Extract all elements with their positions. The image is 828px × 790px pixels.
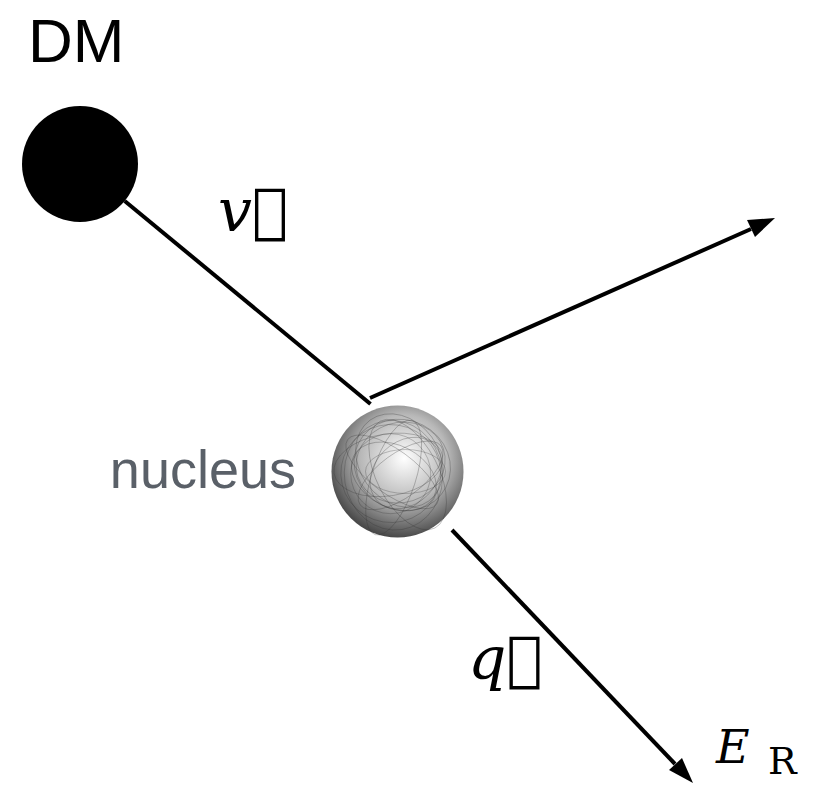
energy-label: E [716, 724, 750, 770]
particle-label: DM [28, 10, 124, 72]
arrow-head [669, 758, 693, 783]
velocity-label: v⃗ [218, 180, 288, 240]
nucleus-sphere: nucleus [330, 404, 465, 539]
recoil-line [452, 530, 675, 764]
nucleus-label: nucleus [110, 442, 296, 496]
dark-matter-particle: DM [22, 106, 138, 222]
outgoing-dm-line [370, 229, 751, 398]
arrow-head [747, 218, 775, 237]
subscript-label: R [768, 742, 797, 780]
nucleus-drawing [330, 404, 465, 539]
momentum-label: q⃗ [468, 628, 542, 688]
